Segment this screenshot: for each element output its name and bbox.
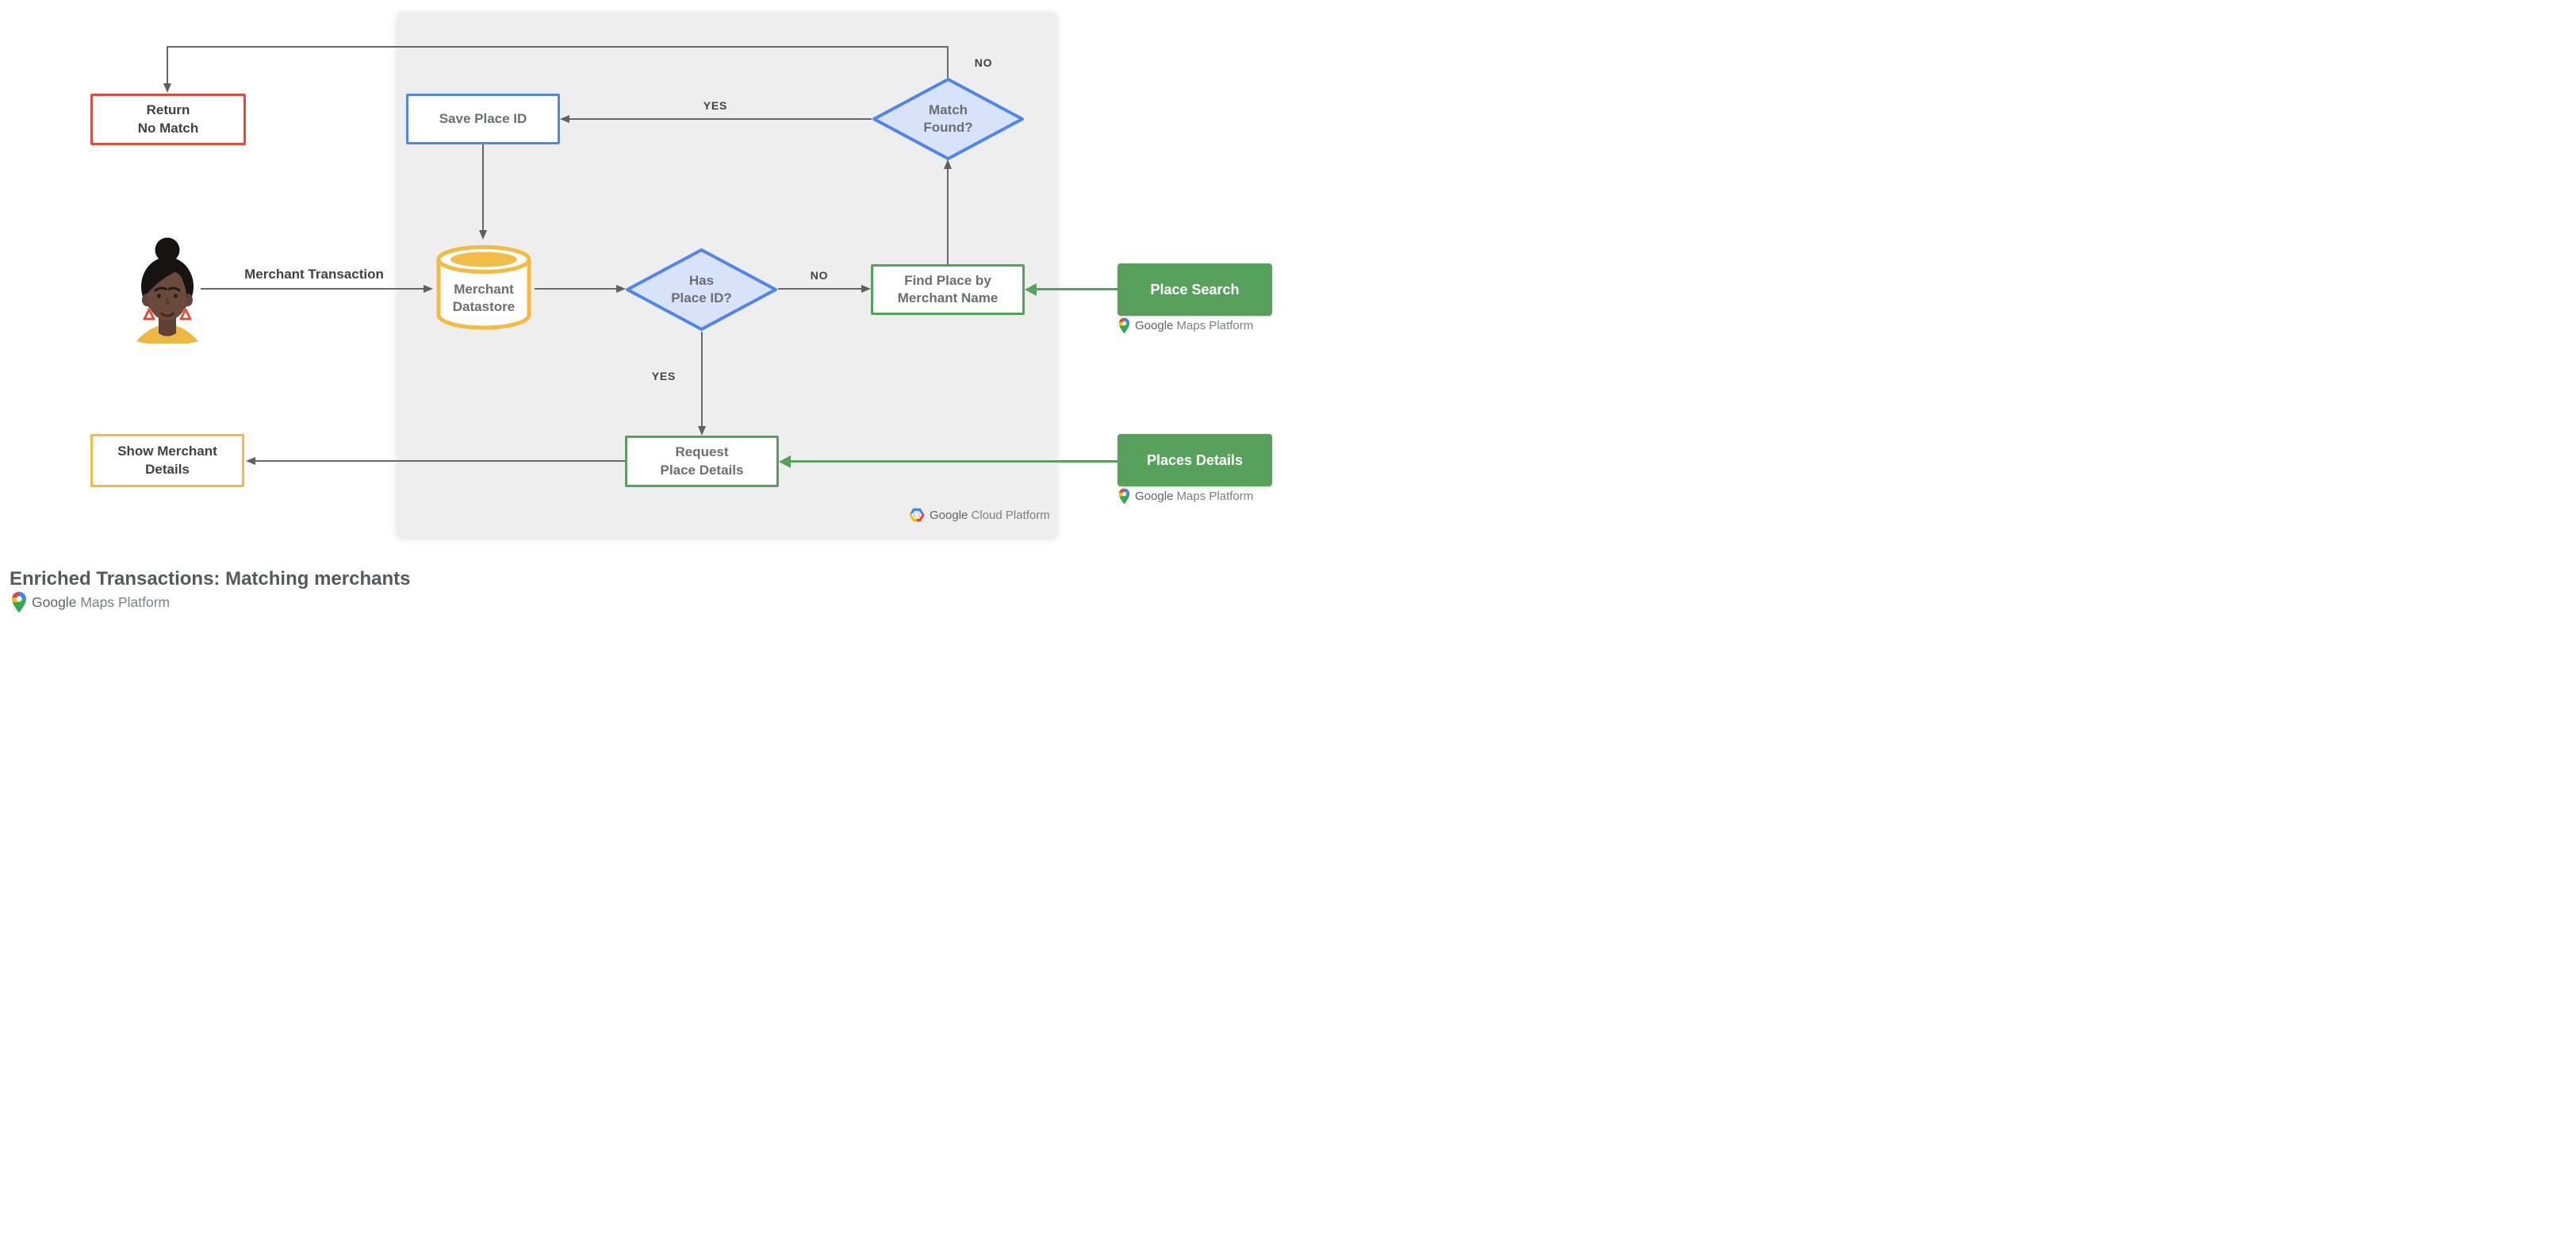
- logo-product-text: Maps Platform: [80, 593, 171, 610]
- logo-wordmark: Google Maps Platform: [1135, 319, 1253, 332]
- node-label: Save Place ID: [439, 110, 527, 126]
- edge-datastore-to-hasplaceid: [535, 288, 616, 290]
- logo-wordmark: Google Maps Platform: [1135, 490, 1253, 503]
- google-maps-platform-logo: Google Maps Platform: [1118, 317, 1253, 334]
- edge-matchfound-no-down: [167, 47, 168, 84]
- arrowhead-into-saveplaceid: [560, 115, 569, 123]
- diagram-title: Enriched Transactions: Matching merchant…: [10, 568, 411, 590]
- google-maps-platform-logo: Google Maps Platform: [1118, 488, 1253, 505]
- arrowhead-into-request: [698, 426, 706, 436]
- green-arrowhead-into-findplace: [1025, 283, 1037, 296]
- person-icon: [136, 237, 198, 346]
- arrowhead-down-into-datastore: [479, 230, 487, 240]
- node-match-found: Match Found?: [872, 77, 1025, 161]
- user-avatar: [135, 236, 200, 346]
- logo-product-text: Cloud Platform: [971, 508, 1050, 522]
- edge-saveplaceid-to-datastore: [482, 144, 484, 231]
- maps-pin-icon: [1118, 317, 1130, 334]
- logo-wordmark: Google Cloud Platform: [930, 509, 1050, 522]
- arrowhead-into-show: [246, 457, 255, 465]
- logo-product-text: Maps Platform: [1176, 490, 1254, 503]
- edge-findplace-to-matchfound: [947, 169, 949, 264]
- node-show-merchant-details: Show Merchant Details: [90, 434, 244, 487]
- node-label: Return No Match: [137, 102, 199, 136]
- node-save-place-id: Save Place ID: [406, 94, 560, 144]
- logo-wordmark: Google Maps Platform: [32, 594, 170, 611]
- node-label: Find Place by Merchant Name: [897, 272, 999, 305]
- google-cloud-platform-logo: Google Cloud Platform: [909, 508, 1050, 522]
- edge-matchfound-yes: [569, 118, 872, 120]
- node-has-place-id: Has Place ID?: [625, 248, 778, 332]
- flowchart-canvas: Merchant Transaction NO YES NO YES Retur…: [0, 0, 1288, 626]
- arrowhead-into-hasplaceid: [616, 285, 626, 293]
- arrowhead-into-findplace: [861, 285, 871, 293]
- arrowhead-into-datastore: [424, 285, 433, 293]
- green-arrowhead-into-request: [779, 455, 791, 468]
- api-card-place-search: Place Search: [1117, 263, 1272, 316]
- node-request-place-details: Request Place Details: [625, 436, 779, 487]
- api-card-label: Place Search: [1150, 281, 1240, 298]
- decision-diamond: [872, 78, 1024, 160]
- edge-matchfound-no-across: [167, 46, 949, 48]
- edge-hasplaceid-no: [778, 288, 861, 290]
- edge-label-yes-mid: YES: [651, 370, 677, 382]
- node-label: Request Place Details: [660, 444, 744, 478]
- decision-diamond: [626, 248, 777, 331]
- database-cylinder-icon: [436, 245, 531, 330]
- logo-google-text: Google: [1135, 490, 1174, 503]
- edge-merchant-transaction: [201, 288, 424, 290]
- edge-label-no-mid: NO: [810, 269, 829, 282]
- cloud-hexagon-icon: [909, 508, 925, 522]
- edge-request-to-show: [255, 460, 625, 462]
- node-find-place-by-merchant-name: Find Place by Merchant Name: [871, 264, 1025, 315]
- google-maps-platform-logo-footer: Google Maps Platform: [11, 591, 170, 613]
- edge-hasplaceid-yes: [701, 332, 703, 427]
- arrowhead-into-return: [163, 83, 171, 93]
- api-card-label: Places Details: [1146, 451, 1244, 468]
- edge-label-yes-top: YES: [703, 99, 728, 112]
- logo-google-text: Google: [930, 508, 968, 522]
- node-return-no-match: Return No Match: [90, 94, 246, 145]
- edge-label-no-top: NO: [974, 56, 993, 69]
- edge-matchfound-no-up: [947, 47, 949, 78]
- node-label: Show Merchant Details: [117, 444, 217, 477]
- edge-label-merchant-transaction: Merchant Transaction: [244, 267, 384, 282]
- api-card-places-details: Places Details: [1117, 434, 1272, 486]
- edge-placesdetails-to-request: [788, 460, 1117, 463]
- maps-pin-icon: [1118, 488, 1130, 505]
- logo-google-text: Google: [1135, 319, 1174, 332]
- node-merchant-datastore: Merchant Datastore: [433, 240, 535, 336]
- logo-google-text: Google: [32, 593, 77, 610]
- maps-pin-icon: [11, 591, 27, 613]
- edge-placesearch-to-findplace: [1034, 288, 1117, 290]
- arrowhead-into-matchfound: [944, 159, 952, 169]
- logo-product-text: Maps Platform: [1176, 319, 1254, 332]
